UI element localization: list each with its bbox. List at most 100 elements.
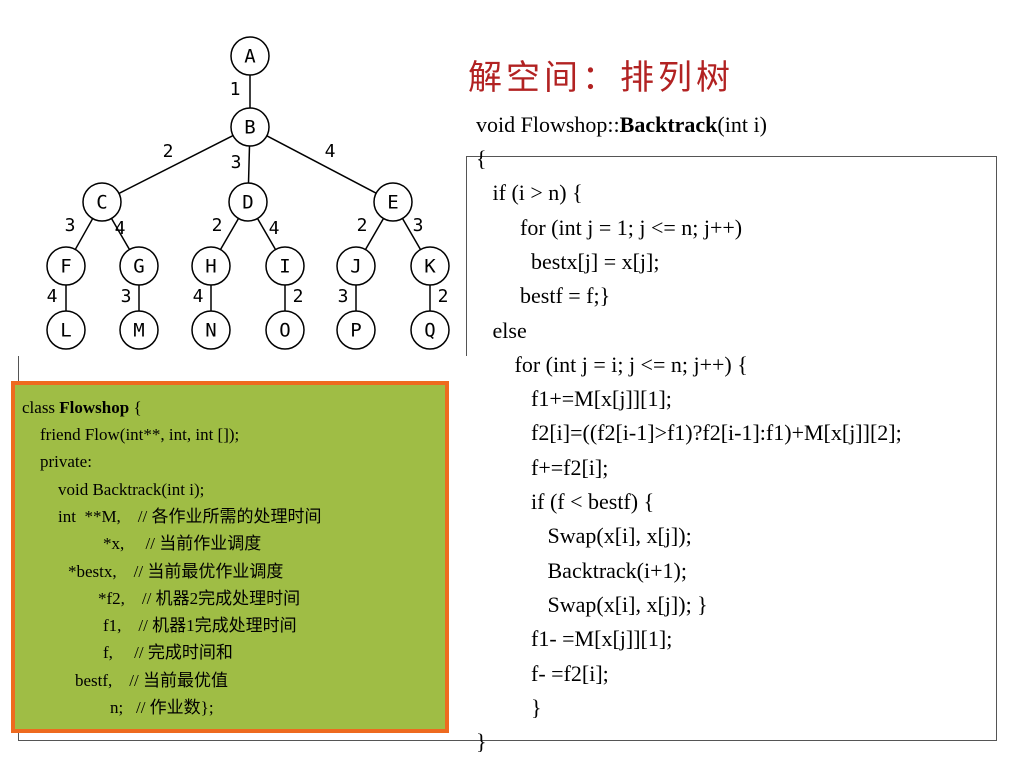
tree-edge-label-E-K: 3 [413,215,424,236]
class-keyword: class [22,398,60,417]
tree-edge-C-F [74,218,94,250]
tree-edge-label-F-L: 4 [47,286,58,307]
code-line: for (int j = i; j <= n; j++) { [476,351,748,377]
tree-node-label-N: N [205,320,216,342]
tree-edge-label-J-P: 3 [338,286,349,307]
flowshop-class-box: class Flowshop { friend Flow(int**, int,… [11,381,449,733]
class-member-line: f, // 完成时间和 [103,643,233,663]
tree-node-label-F: F [60,256,71,278]
tree-node-label-I: I [279,256,290,278]
frame-right-line [996,156,997,740]
code-line: bestx[j] = x[j]; [476,248,660,274]
code-line: for (int j = 1; j <= n; j++) [476,214,743,240]
tree-edge-label-E-J: 2 [357,215,368,236]
tree-node-label-H: H [205,256,216,278]
class-member-line: *x, // 当前作业调度 [103,534,262,554]
class-member-line: private: [40,452,92,472]
tree-node-A [230,36,270,76]
class-brace: { [129,398,142,417]
tree-node-label-L: L [60,320,71,342]
code-line: else [476,317,527,343]
frame-bottom-line [18,740,997,741]
class-member-line: friend Flow(int**, int, int []); [40,425,240,444]
tree-node-label-E: E [387,192,398,214]
tree-node-G [119,246,159,286]
tree-node-label-B: B [244,117,255,139]
tree-node-E [373,182,413,222]
class-name: Flowshop [59,398,130,417]
code-line: Swap(x[i], x[j]); } [476,591,708,617]
code-line: Backtrack(i+1); [476,557,687,583]
signature-prefix: void Flowshop:: [476,112,620,137]
tree-edge-E-J [364,218,385,250]
class-member-line: *bestx, // 当前最优作业调度 [68,561,284,581]
tree-node-L [46,310,86,350]
tree-node-B [230,107,270,147]
tree-node-F [46,246,86,286]
code-line: f1+=M[x[j]][1]; [476,386,672,412]
code-line: } [476,694,542,720]
code-line: bestf = f;} [476,283,611,309]
code-line: { [476,146,487,171]
slide-title: 解空间：排列树 [468,58,734,98]
frame-left-line [466,156,467,356]
class-member-line: bestf, // 当前最优值 [75,670,228,690]
tree-edge-label-I-O: 2 [293,286,304,307]
tree-edge-E-K [401,218,422,250]
tree-node-P [336,310,376,350]
tree-edge-D-I [256,218,277,250]
class-member-line: f1, // 机器1完成处理时间 [103,616,297,636]
class-declaration: class Flowshop { [22,399,142,416]
tree-edge-label-B-D: 3 [231,152,242,173]
tree-edge-label-A-B: 1 [230,79,241,100]
signature-suffix: (int i) [717,112,767,137]
class-member-line: n; // 作业数}; [110,698,214,717]
tree-node-label-G: G [133,256,144,278]
tree-edge-D-H [219,218,240,250]
tree-node-M [119,310,159,350]
tree-node-O [265,310,305,350]
tree-node-H [191,246,231,286]
code-line: f+=f2[i]; [476,454,609,480]
tree-node-label-D: D [242,192,253,214]
tree-edge-label-D-I: 4 [269,218,280,239]
signature-function-name: Backtrack [619,112,718,137]
tree-edge-B-E [266,135,377,194]
code-line: f- =f2[i]; [476,660,609,686]
tree-node-J [336,246,376,286]
frame-top-line [466,156,997,157]
class-member-line: void Backtrack(int i); [58,479,205,499]
code-line: f1- =M[x[j]][1]; [476,626,673,652]
tree-edge-label-H-N: 4 [193,286,204,307]
code-line: f2[i]=((f2[i-1]>f1)?f2[i-1]:f1)+M[x[j]][… [476,420,902,446]
tree-node-N [191,310,231,350]
class-member-line: int **M, // 各作业所需的处理时间 [58,506,322,526]
tree-edge-label-D-H: 2 [212,215,223,236]
tree-edge-label-K-Q: 2 [438,286,449,307]
tree-edge-C-G [110,218,131,250]
tree-node-Q [410,310,450,350]
code-line: if (i > n) { [476,180,583,206]
tree-node-label-O: O [279,320,290,342]
tree-node-label-A: A [244,46,256,68]
tree-node-label-K: K [424,256,436,278]
tree-edge-label-B-E: 4 [325,141,336,162]
tree-node-label-P: P [350,320,361,342]
tree-edge-B-C [118,134,234,195]
tree-node-D [228,182,268,222]
tree-node-label-Q: Q [424,320,435,342]
tree-node-C [82,182,122,222]
tree-edge-label-G-M: 3 [121,286,132,307]
tree-node-I [265,246,305,286]
code-line: Swap(x[i], x[j]); [476,523,692,549]
tree-edge-label-C-F: 3 [65,215,76,236]
tree-node-label-M: M [133,320,144,342]
tree-edge-label-C-G: 4 [115,218,126,239]
code-line: } [476,729,487,755]
tree-edge-B-D [247,145,251,184]
tree-node-K [410,246,450,286]
tree-node-label-J: J [350,256,361,278]
code-signature: void Flowshop::Backtrack(int i) [476,114,767,136]
